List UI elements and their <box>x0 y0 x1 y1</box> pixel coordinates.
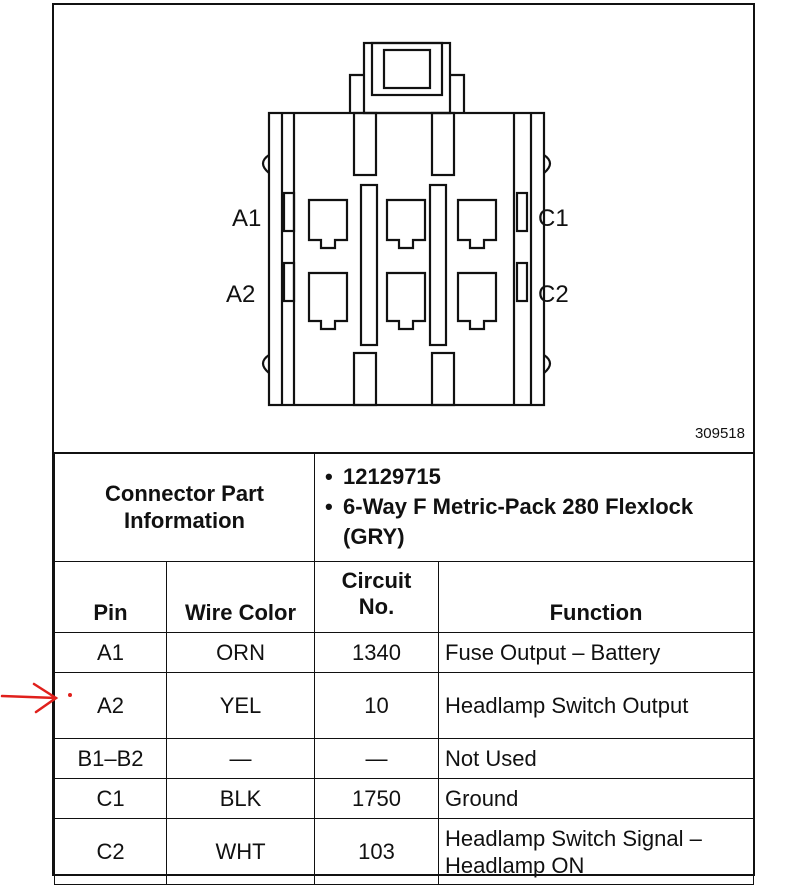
cell-function: Not Used <box>438 738 755 779</box>
pinout-table: Connector Part Information 12129715 6-Wa… <box>53 452 755 885</box>
header-function: Function <box>438 561 755 633</box>
cell-circuit: 1750 <box>314 778 440 819</box>
header-pin: Pin <box>54 561 167 633</box>
cell-pin: A1 <box>54 632 167 673</box>
table-row: C1 BLK 1750 Ground <box>54 778 755 819</box>
header-wire-color: Wire Color <box>165 561 316 633</box>
housing-body <box>267 111 546 407</box>
pin-label-a2: A2 <box>226 281 256 308</box>
pin-label-c2: C2 <box>538 281 569 308</box>
cell-wire-color: WHT <box>165 818 316 885</box>
pin-label-c1: C1 <box>538 205 569 232</box>
table-row: C2 WHT 103 Headlamp Switch Signal – Head… <box>54 818 755 885</box>
connector-info-list: 12129715 6-Way F Metric-Pack 280 Flexloc… <box>314 452 755 562</box>
pin-label-a1: A1 <box>232 205 262 232</box>
cell-circuit: 10 <box>314 672 440 739</box>
cell-function: Ground <box>438 778 755 819</box>
connector-diagram: A1 A2 C1 C2 309518 <box>54 5 753 454</box>
cell-wire-color: YEL <box>165 672 316 739</box>
connector-info-row: Connector Part Information 12129715 6-Wa… <box>53 452 755 562</box>
connector-info-label: Connector Part Information <box>53 452 316 562</box>
cell-function: Headlamp Switch Signal – Headlamp ON <box>438 818 755 885</box>
latch-outer <box>362 41 452 115</box>
connector-part-number: 12129715 <box>325 462 747 492</box>
table-row: B1–B2 — — Not Used <box>54 738 755 779</box>
connector-description: 6-Way F Metric-Pack 280 Flexlock (GRY) <box>325 492 747 552</box>
cell-pin: C2 <box>54 818 167 885</box>
header-circuit: Circuit No. <box>314 561 440 633</box>
red-arrow-annotation <box>0 682 72 714</box>
cell-wire-color: BLK <box>165 778 316 819</box>
cell-circuit: 1340 <box>314 632 440 673</box>
cell-wire-color: ORN <box>165 632 316 673</box>
cell-pin: C1 <box>54 778 167 819</box>
cell-circuit: 103 <box>314 818 440 885</box>
cell-wire-color: — <box>165 738 316 779</box>
cell-pin: B1–B2 <box>54 738 167 779</box>
cell-function: Fuse Output – Battery <box>438 632 755 673</box>
latch-inner <box>370 41 444 97</box>
connector-drawing <box>261 41 552 407</box>
cell-pin: A2 <box>54 672 167 739</box>
table-header-row: Pin Wire Color Circuit No. Function <box>54 561 755 633</box>
connector-sheet: A1 A2 C1 C2 309518 Connector Part Inform… <box>52 3 755 885</box>
table-row: A1 ORN 1340 Fuse Output – Battery <box>54 632 755 673</box>
cell-function: Headlamp Switch Output <box>438 672 755 739</box>
cell-circuit: — <box>314 738 440 779</box>
table-row: A2 YEL 10 Headlamp Switch Output <box>54 672 755 739</box>
figure-number: 309518 <box>694 425 745 442</box>
